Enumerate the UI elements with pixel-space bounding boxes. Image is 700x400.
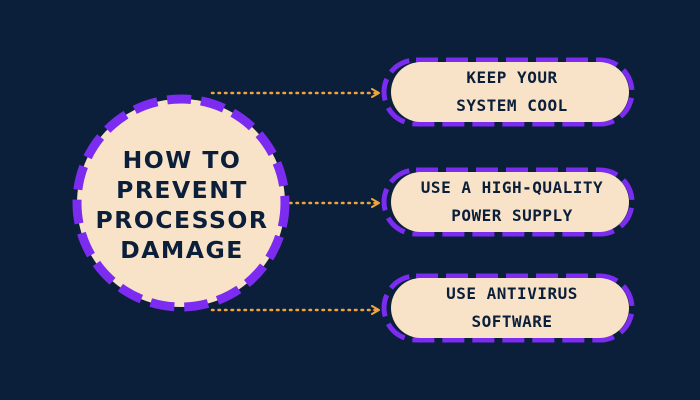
tip-pill-2	[381, 167, 635, 237]
hub-title-line: DAMAGE	[120, 236, 244, 264]
hub-title-line: PROCESSOR	[95, 206, 269, 234]
tip-label-line: SYSTEM COOL	[456, 96, 568, 115]
tip-pill-1	[381, 57, 635, 127]
hub-circle	[72, 94, 290, 312]
hub-title-line: HOW TO	[122, 146, 242, 174]
tip-label-line: USE ANTIVIRUS	[446, 284, 578, 303]
tip-label-2: USE A HIGH-QUALITY POWER SUPPLY	[397, 174, 627, 230]
tip-pill-3	[381, 273, 635, 343]
tip-label-line: POWER SUPPLY	[451, 206, 573, 225]
tip-label-line: USE A HIGH-QUALITY	[420, 178, 604, 197]
tip-label-line: SOFTWARE	[471, 312, 553, 331]
hub-title: HOW TO PREVENT PROCESSOR DAMAGE	[92, 145, 272, 265]
tip-label-line: KEEP YOUR	[466, 68, 558, 87]
tip-label-3: USE ANTIVIRUS SOFTWARE	[397, 280, 627, 336]
hub-title-line: PREVENT	[116, 176, 248, 204]
tip-label-1: KEEP YOUR SYSTEM COOL	[397, 64, 627, 120]
